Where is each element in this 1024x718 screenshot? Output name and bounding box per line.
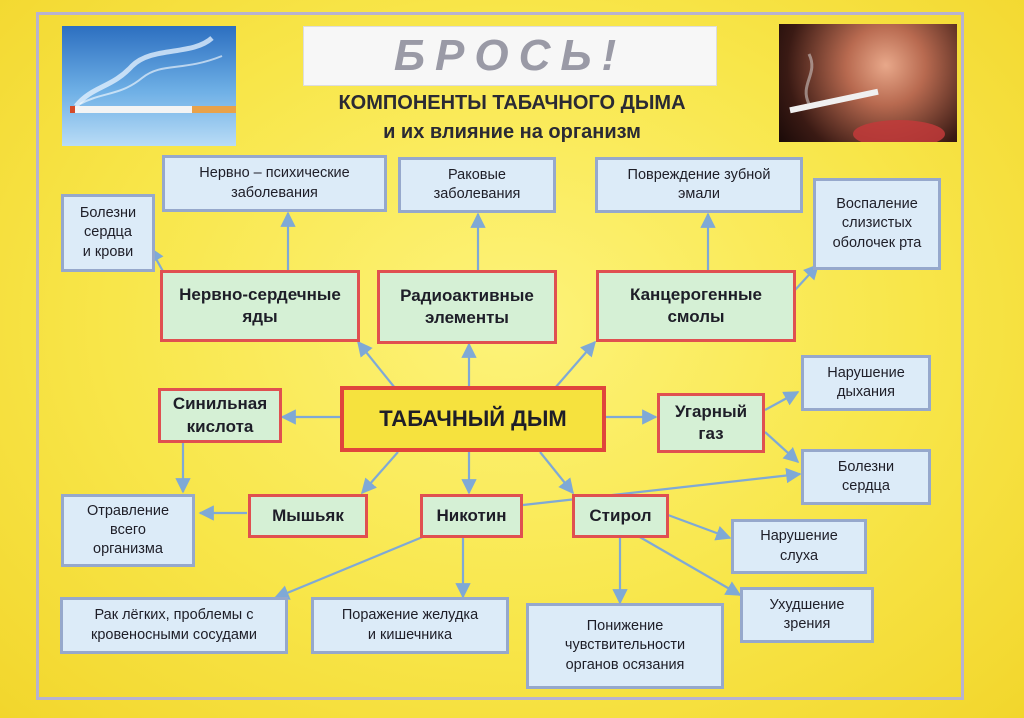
- effect-poisoning: Отравление всего организма: [61, 494, 195, 567]
- arrow-center-to-arsenic: [360, 451, 399, 495]
- effect-heart-blood: Болезни сердца и крови: [61, 194, 155, 272]
- effect-neuro-psychic: Нервно – психические заболевания: [162, 155, 387, 212]
- poster-title: КОМПОНЕНТЫ ТАБАЧНОГО ДЫМА: [338, 92, 686, 114]
- arrow-styrene-to-hearing: [667, 513, 732, 541]
- component-styrene: Стирол: [572, 494, 669, 538]
- component-radioactive: Радиоактивные элементы: [377, 270, 557, 344]
- banner-text: БРОСЬ!: [393, 31, 627, 80]
- poster-frame: [36, 12, 964, 700]
- center-tobacco-smoke: ТАБАЧНЫЙ ДЫМ: [340, 386, 606, 452]
- effect-lungs: Рак лёгких, проблемы с кровеносными сосу…: [60, 597, 288, 654]
- effect-mouth-inflammation: Воспаление слизистых оболочек рта: [813, 178, 941, 270]
- component-arsenic: Мышьяк: [248, 494, 368, 538]
- effect-sensitivity: Понижение чувствительности органов осяза…: [526, 603, 724, 689]
- component-carbon-monoxide: Угарный газ: [657, 393, 765, 453]
- banner-image: БРОСЬ!: [303, 26, 717, 86]
- poster-subtitle: и их влияние на организм: [383, 121, 641, 143]
- arrow-center-to-nerve-poisons: [357, 340, 396, 389]
- arrow-nicotine-to-lungs: [273, 534, 426, 600]
- arrow-co-to-heart: [764, 431, 800, 464]
- component-nicotine: Никотин: [420, 494, 523, 538]
- arrow-nicotine-to-heart: [522, 467, 802, 507]
- effect-enamel-damage: Повреждение зубной эмали: [595, 157, 803, 213]
- smoker-photo: [779, 24, 957, 142]
- arrow-center-to-tars: [554, 340, 597, 389]
- arrow-center-to-styrene: [539, 451, 574, 495]
- effect-vision: Ухудшение зрения: [740, 587, 874, 643]
- effect-stomach: Поражение желудка и кишечника: [311, 597, 509, 654]
- arrow-styrene-to-vision: [637, 535, 742, 596]
- component-carcinogenic-tars: Канцерогенные смолы: [596, 270, 796, 342]
- face-icon: [789, 53, 945, 142]
- effect-breathing: Нарушение дыхания: [801, 355, 931, 411]
- arrow-co-to-breathing: [764, 391, 800, 411]
- component-hydrocyanic-acid: Синильная кислота: [158, 388, 282, 443]
- component-nerve-heart-poisons: Нервно-сердечные яды: [160, 270, 360, 342]
- cigarette-smoke-photo: [62, 26, 236, 146]
- effect-heart-disease: Болезни сердца: [801, 449, 931, 505]
- effect-hearing: Нарушение слуха: [731, 519, 867, 574]
- effect-cancer: Раковые заболевания: [398, 157, 556, 213]
- cigarette-icon: [70, 36, 236, 113]
